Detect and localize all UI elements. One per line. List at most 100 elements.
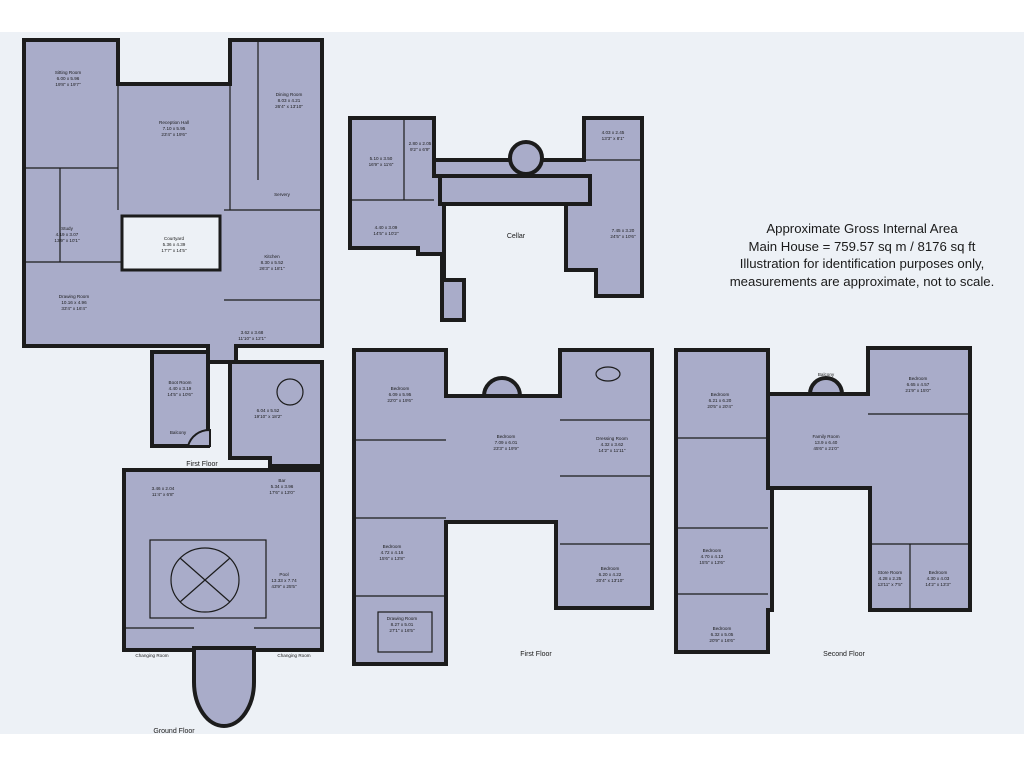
room-dims-imperial: 15'6" x 13'8" — [379, 556, 405, 561]
gf-courtyard-open — [120, 214, 222, 272]
room-dims-imperial: 23'4" x 19'6" — [161, 132, 187, 137]
room-dims-imperial: 9'2" x 6'9" — [410, 147, 430, 152]
room-name: Bedroom — [909, 376, 928, 381]
room-name: Bedroom — [713, 626, 732, 631]
room-dims: 6.65 x 4.57 — [907, 382, 930, 387]
room-name: Balcony — [818, 372, 835, 377]
gf-boot-room-block — [150, 350, 210, 448]
room-dims: 8.27 x 5.01 — [391, 622, 414, 627]
room-name: Dining Room — [276, 92, 303, 97]
room-dims-imperial: 15'5" x 13'6" — [699, 560, 725, 565]
room-dims: 4.32 x 3.62 — [601, 442, 624, 447]
room-name: Pool — [279, 572, 288, 577]
room-dims-imperial: 14'2" x 13'3" — [925, 582, 951, 587]
pool-basin — [149, 539, 267, 619]
pool-cross — [179, 557, 231, 603]
cellar-corridor — [438, 174, 592, 206]
room-name: Bedroom — [391, 386, 410, 391]
room-dims-imperial: 43'9" x 25'5" — [271, 584, 297, 589]
room-dims: 4.03 x 2.45 — [602, 130, 625, 135]
room-dims: 8.03 x 4.21 — [278, 98, 301, 103]
room-name: Drawing Room — [387, 616, 418, 621]
room-dims-imperial: 17'7" x 14'5" — [161, 248, 187, 253]
room-name: Bedroom — [929, 570, 948, 575]
area-note-line: Main House = 759.57 sq m / 8176 sq ft — [748, 238, 976, 254]
cellar-round-bay — [508, 140, 544, 176]
area-note: Approximate Gross Internal Area Main Hou… — [700, 220, 1024, 290]
ff-round-bay — [481, 376, 523, 398]
gf-main-block — [22, 38, 324, 364]
room-name: Kitchen — [264, 254, 280, 259]
room-dims-imperial: 13'3" x 8'1" — [602, 136, 625, 141]
room-dims: 4.28 x 2.25 — [879, 576, 902, 581]
room-dims: 7.10 x 5.95 — [163, 126, 186, 131]
room-dims-imperial: 11'4" x 6'8" — [152, 492, 175, 497]
room-dims-imperial: 20'5" x 20'4" — [707, 404, 733, 409]
room-dims: 3.62 x 3.68 — [241, 330, 264, 335]
room-dims-imperial: 24'5" x 10'6" — [610, 234, 636, 239]
room-dims-imperial: 26'3" x 18'1" — [259, 266, 285, 271]
room-dims: 13.9 x 6.40 — [815, 440, 838, 445]
room-name: Bedroom — [601, 566, 620, 571]
room-dims: 13.33 x 7.74 — [271, 578, 297, 583]
room-name: Balcony — [170, 430, 187, 435]
floor-label-cellar: Cellar — [507, 233, 526, 240]
room-dims: 10.16 x 4.96 — [61, 300, 87, 305]
room-dims: 7.45 x 3.20 — [612, 228, 635, 233]
room-dims: 4.70 x 4.12 — [701, 554, 724, 559]
gf-lower-block — [228, 360, 324, 468]
room-name: Bedroom — [497, 434, 516, 439]
room-dims-imperial: 13'11" x 7'5" — [878, 582, 903, 587]
room-name: Changing Room — [277, 653, 310, 658]
room-dims-imperial: 16'9" x 11'6" — [369, 162, 394, 167]
area-note-line: Illustration for identification purposes… — [739, 256, 985, 271]
room-dims-imperial: 23'3" x 19'9" — [493, 446, 519, 451]
room-dims: 6.32 x 5.05 — [711, 632, 734, 637]
room-name: Bedroom — [383, 544, 402, 549]
room-dims-imperial: 20'9" x 16'6" — [709, 638, 735, 643]
room-dims-imperial: 11'10" x 12'1" — [238, 336, 266, 341]
room-dims: 4.30 x 4.03 — [927, 576, 950, 581]
room-name: Servery — [274, 192, 291, 197]
room-name: Boot Room — [169, 380, 192, 385]
room-dims-imperial: 17'6" x 13'0" — [269, 490, 295, 495]
sf-balcony — [807, 376, 845, 396]
gf-pool-bay — [192, 646, 256, 728]
ff-main-block — [352, 348, 654, 666]
room-dims: 5.10 x 3.50 — [370, 156, 393, 161]
room-dims-imperial: 27'1" x 16'5" — [389, 628, 415, 633]
room-dims-imperial: 33'4" x 16'4" — [61, 306, 87, 311]
room-dims: 6.04 x 5.52 — [257, 408, 280, 413]
ground-floor-plan: Sitting Room 6.00 x 5.96 19'8" x 19'7" R… — [22, 38, 324, 735]
room-dims-imperial: 14'5" x 10'6" — [167, 392, 193, 397]
cellar-plan: 5.10 x 3.50 16'9" x 11'6" 2.80 x 2.05 9'… — [348, 116, 644, 322]
room-dims-imperial: 45'6" x 21'0" — [813, 446, 839, 451]
room-name: Sitting Room — [55, 70, 81, 75]
room-dims: 6.20 x 4.22 — [599, 572, 622, 577]
room-name: Reception Hall — [159, 120, 189, 125]
room-dims: 8.30 x 5.52 — [261, 260, 284, 265]
second-floor-plan: Bedroom 6.21 x 6.20 20'5" x 20'4" Balcon… — [674, 346, 972, 658]
room-name: Study — [61, 226, 73, 231]
sf-left-block — [674, 348, 774, 654]
room-dims: 3.46 x 2.04 — [152, 486, 175, 491]
gf-stair-curve — [186, 428, 211, 447]
area-note-line: Approximate Gross Internal Area — [766, 221, 958, 236]
room-name: Changing Room — [135, 653, 168, 658]
room-dims-imperial: 19'8" x 19'7" — [55, 82, 81, 87]
room-name: Store Room — [878, 570, 903, 575]
room-dims-imperial: 20'4" x 13'10" — [596, 578, 624, 583]
room-dims: 2.80 x 2.05 — [409, 141, 432, 146]
area-note-line: measurements are approximate, not to sca… — [729, 273, 995, 289]
room-name: Bedroom — [703, 548, 722, 553]
ff-drawing-room-rug — [377, 611, 433, 653]
room-dims: 4.40 x 3.19 — [169, 386, 192, 391]
room-dims-imperial: 14'2" x 11'11" — [598, 448, 625, 453]
bath-icon — [595, 366, 621, 382]
floor-label-first: First Floor — [520, 651, 552, 658]
room-dims-imperial: 14'5" x 10'2" — [373, 231, 399, 236]
room-dims-imperial: 19'10" x 18'2" — [254, 414, 282, 419]
room-dims-imperial: 22'0" x 19'6" — [387, 398, 413, 403]
